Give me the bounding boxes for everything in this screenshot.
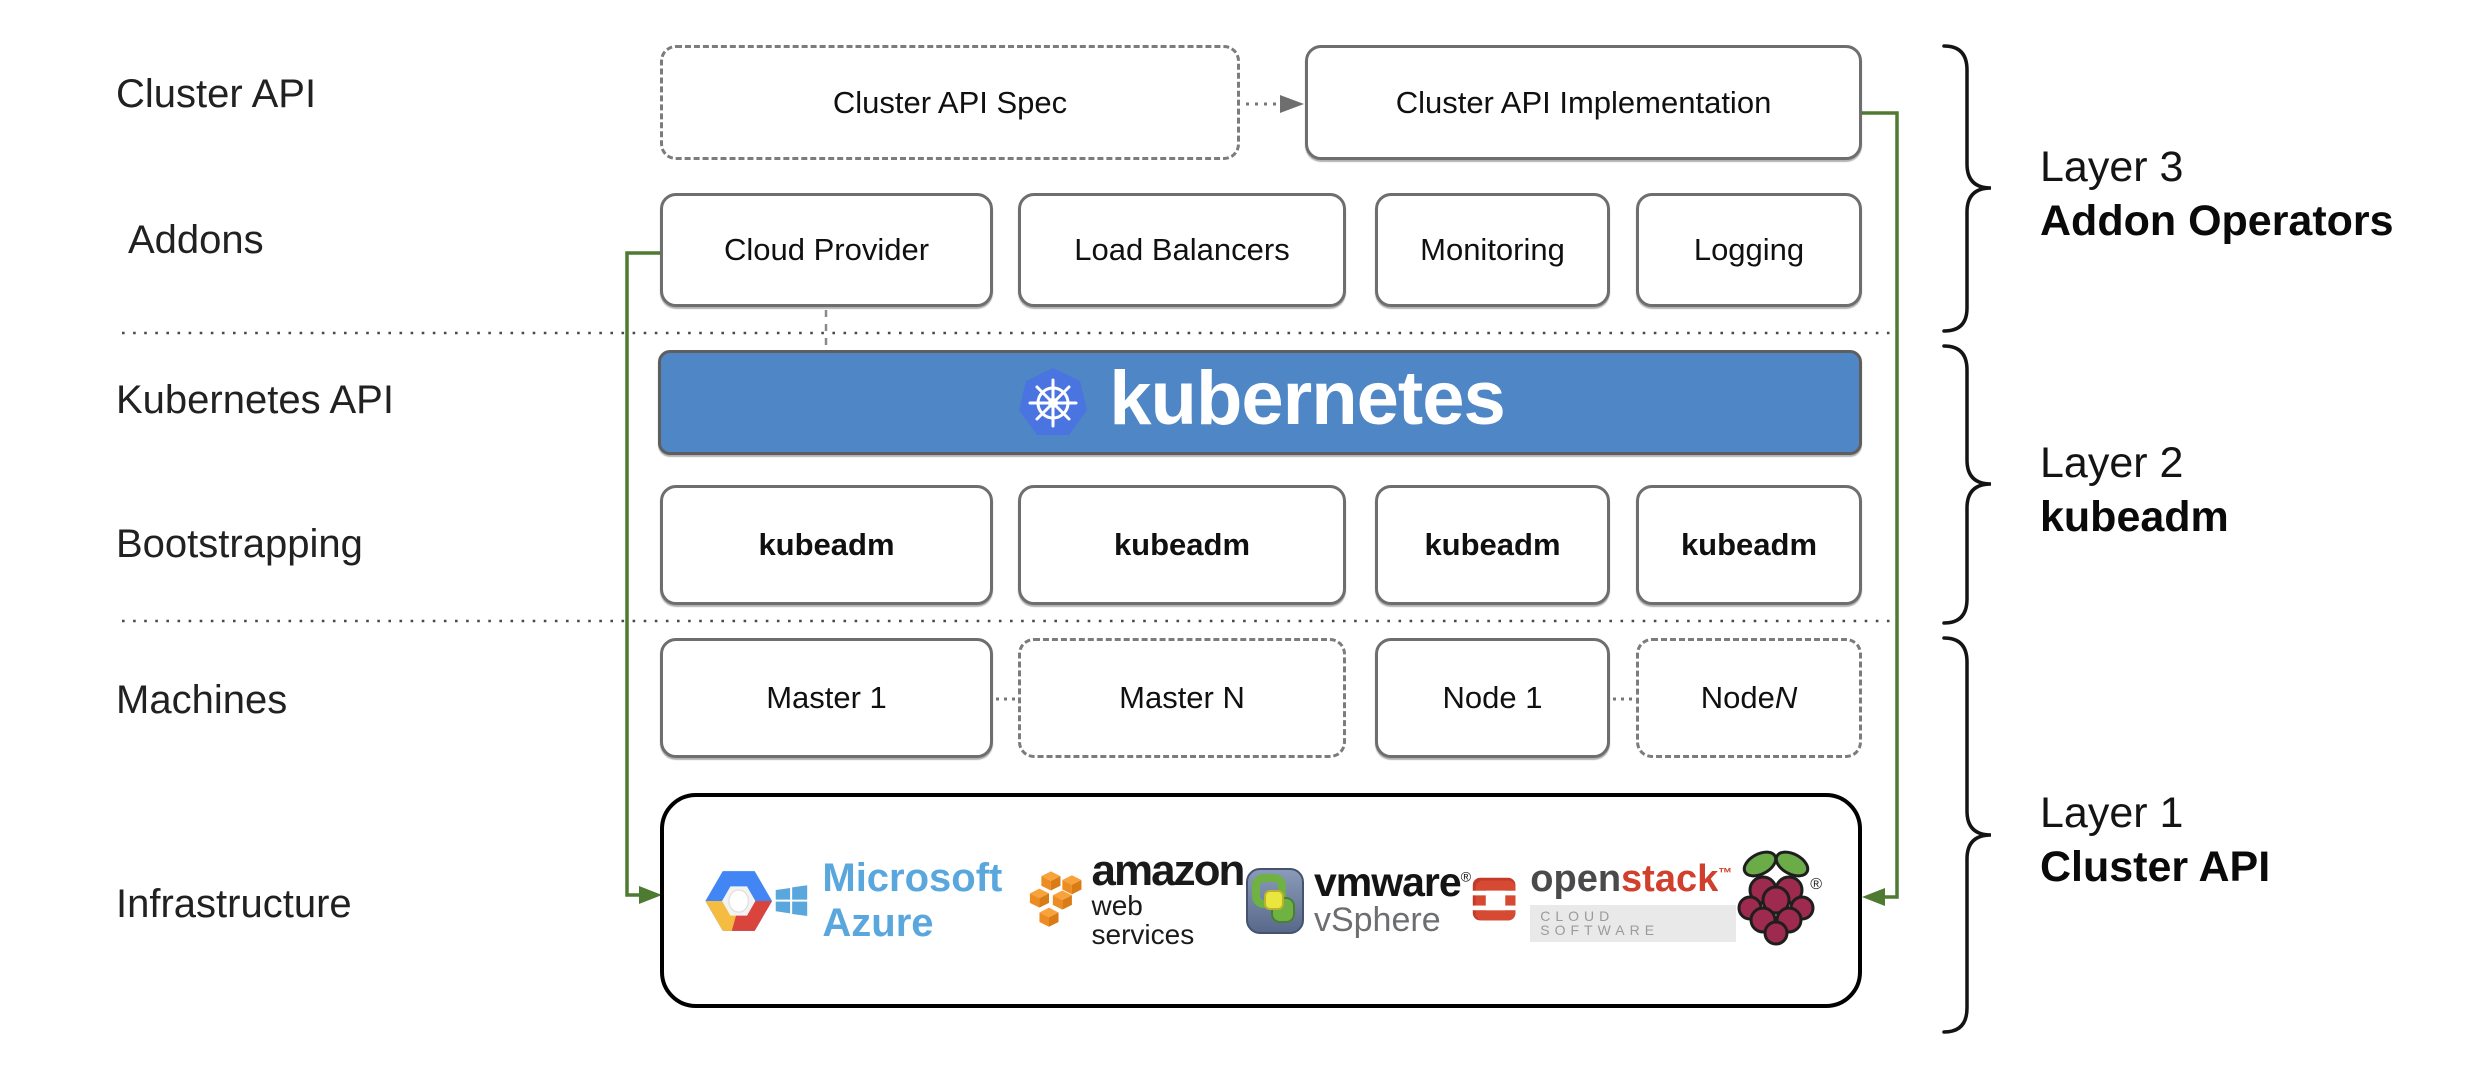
node-n-italic: N — [1774, 680, 1798, 715]
vmware-vsphere-icon — [1245, 867, 1304, 934]
layer-1-title: Layer 1 — [2040, 789, 2184, 837]
green-line-left — [625, 251, 660, 897]
machine-box-master-n: Master N — [1018, 638, 1346, 758]
azure-logo: Microsoft Azure — [773, 856, 1028, 946]
azure-wordmark: Microsoft Azure — [822, 855, 1003, 945]
machine-box-master-1: Master 1 — [660, 638, 993, 758]
addon-box-cloud-provider: Cloud Provider — [660, 193, 993, 307]
raspberry-pi-icon — [1737, 850, 1815, 946]
kubeadm-box-4: kubeadm — [1636, 485, 1862, 605]
kubernetes-banner: kubernetes — [658, 350, 1862, 455]
green-arrowhead-right — [1862, 888, 1885, 906]
addon-box-logging: Logging — [1636, 193, 1862, 307]
cluster-api-spec-box: Cluster API Spec — [660, 45, 1240, 160]
row-label-machines: Machines — [116, 678, 288, 722]
brace-layer-1 — [1942, 636, 1992, 1034]
openstack-open-text: open — [1530, 857, 1622, 900]
vmware-wordmark: vmware — [1313, 859, 1462, 906]
kubeadm-box-1: kubeadm — [660, 485, 993, 605]
kubeadm-box-2: kubeadm — [1018, 485, 1346, 605]
google-cloud-icon — [705, 870, 773, 931]
layer-3-subtitle: Addon Operators — [2040, 197, 2394, 246]
row-label-kubernetes-api: Kubernetes API — [116, 378, 394, 422]
openstack-icon — [1470, 878, 1519, 921]
layer-2-title: Layer 2 — [2040, 439, 2184, 487]
rpi-registered-mark: ® — [1810, 876, 1822, 893]
openstack-logo: openstack™ CLOUD SOFTWARE — [1470, 857, 1736, 943]
aws-cubes-icon — [1030, 870, 1082, 927]
infrastructure-box: Microsoft Azure amazon web services — [660, 793, 1862, 1008]
kubernetes-wordmark: kubernetes — [1109, 355, 1505, 441]
layer-3-title: Layer 3 — [2040, 143, 2184, 191]
layer-2-annotation: Layer 2 kubeadm — [2040, 436, 2229, 544]
aws-logo: amazon web services — [1028, 846, 1246, 951]
layer-2-subtitle: kubeadm — [2040, 493, 2229, 542]
raspberry-pi-logo: ® — [1736, 848, 1822, 953]
row-label-bootstrapping: Bootstrapping — [116, 522, 363, 566]
machine-box-node-1: Node 1 — [1375, 638, 1610, 758]
openstack-stack-text: stack — [1621, 857, 1719, 900]
spec-to-impl-arrowhead — [1280, 95, 1304, 113]
openstack-tm-mark: ™ — [1718, 864, 1733, 881]
layer-1-annotation: Layer 1 Cluster API — [2040, 786, 2270, 894]
addon-box-load-balancers: Load Balancers — [1018, 193, 1346, 307]
row-label-cluster-api: Cluster API — [116, 72, 317, 116]
layer-3-annotation: Layer 3 Addon Operators — [2040, 140, 2394, 248]
kubeadm-box-3: kubeadm — [1375, 485, 1610, 605]
row-label-addons: Addons — [128, 218, 264, 262]
vmware-registered-mark: ® — [1460, 868, 1471, 885]
kubernetes-wheel-icon — [1019, 367, 1088, 435]
vsphere-text: vSphere — [1313, 901, 1441, 940]
cluster-api-implementation-box: Cluster API Implementation — [1305, 45, 1862, 160]
node-n-prefix: Node — [1700, 680, 1775, 715]
openstack-cloud-software-text: CLOUD SOFTWARE — [1530, 904, 1736, 943]
green-line-right — [1862, 111, 1899, 899]
aws-webservices-text: web services — [1091, 889, 1195, 951]
brace-layer-3 — [1942, 44, 1992, 333]
addon-box-monitoring: Monitoring — [1375, 193, 1610, 307]
aws-amazon-text: amazon — [1091, 846, 1246, 896]
azure-window-icon — [776, 884, 808, 916]
green-arrowhead-left — [639, 886, 662, 904]
row-label-infrastructure: Infrastructure — [116, 882, 352, 926]
vmware-logo: vmware® vSphere — [1245, 859, 1471, 940]
layer-1-subtitle: Cluster API — [2040, 843, 2271, 892]
brace-layer-2 — [1942, 344, 1992, 625]
machine-box-node-n: Node N — [1636, 638, 1862, 758]
